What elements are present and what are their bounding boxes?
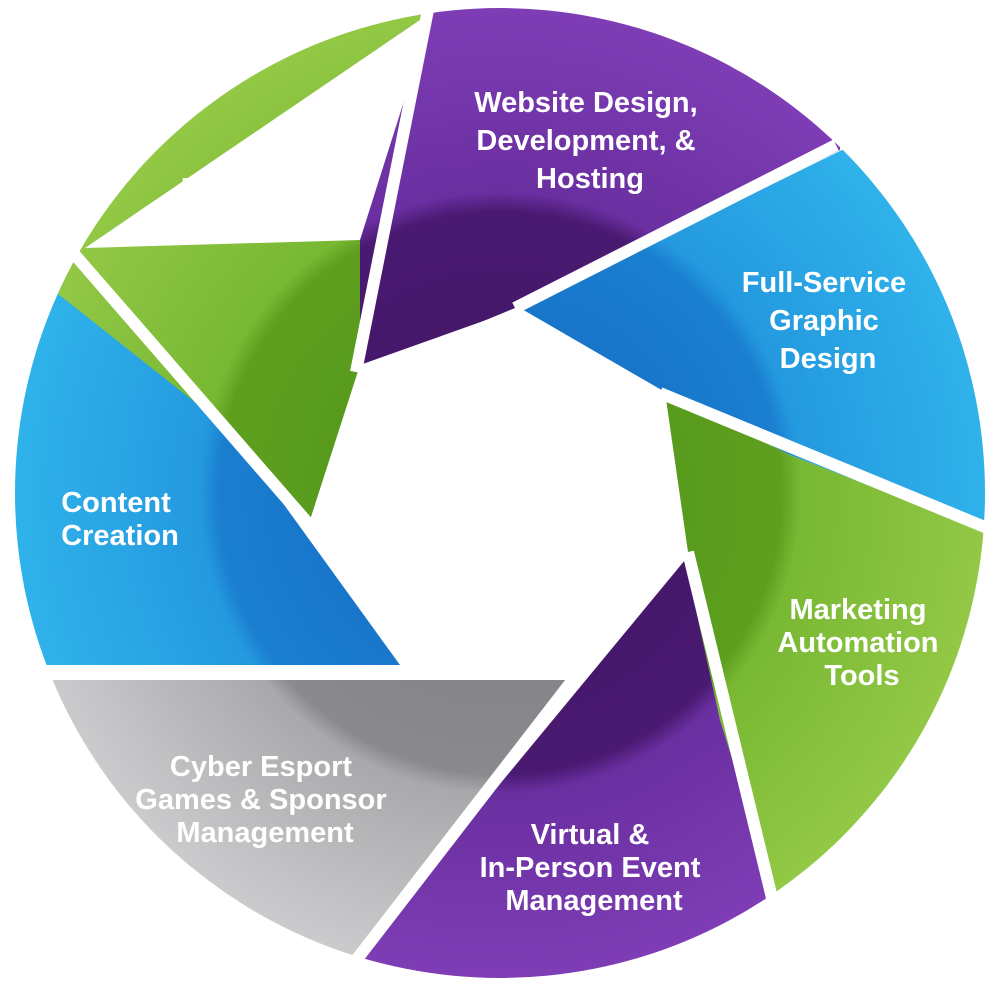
- center-hub: [314, 308, 688, 677]
- label-events: Virtual & In-Person Event Management: [480, 819, 709, 917]
- label-automation: Marketing Automation Tools: [777, 594, 946, 692]
- blade-graphic[interactable]: [520, 150, 1000, 532]
- blade-separators: [30, 8, 995, 972]
- label-content: Content Creation: [61, 487, 179, 552]
- blade-content[interactable]: [0, 250, 400, 665]
- blade-events[interactable]: [360, 560, 775, 1000]
- label-campaigns: Integrated Campaigns: [177, 173, 333, 238]
- label-website: Website Design, Development, & Hosting: [474, 87, 706, 195]
- label-esport: Cyber Esport Games & Sponsor Management: [135, 751, 394, 849]
- blade-website[interactable]: [360, 0, 840, 365]
- label-graphic: Full-Service Graphic Design: [742, 267, 914, 375]
